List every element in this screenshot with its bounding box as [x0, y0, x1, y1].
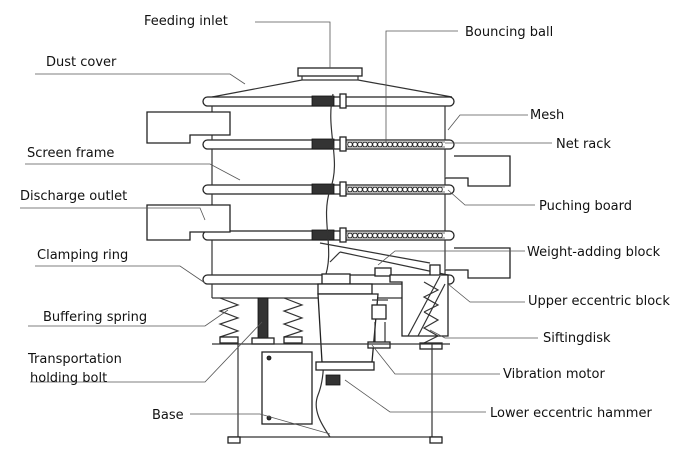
bouncing-ball	[432, 232, 438, 239]
mesh-bouncing-balls	[345, 141, 445, 239]
bouncing-ball	[367, 141, 373, 148]
bouncing-ball	[432, 141, 438, 148]
bouncing-ball	[412, 141, 418, 148]
upper-eccentric-block-part	[389, 274, 449, 337]
bouncing-ball	[437, 232, 443, 239]
clamp-bolts	[311, 93, 347, 243]
label-transportation-line2: holding bolt	[30, 371, 107, 386]
bouncing-ball	[357, 141, 363, 148]
label-feeding-inlet: Feeding inlet	[144, 14, 228, 29]
bouncing-ball	[397, 232, 403, 239]
feeding-inlet-part	[297, 67, 363, 80]
bouncing-ball	[387, 186, 393, 193]
bouncing-ball	[437, 141, 443, 148]
bouncing-ball	[367, 186, 373, 193]
bouncing-ball	[387, 232, 393, 239]
bouncing-ball	[382, 186, 388, 193]
labels: Feeding inlet Bouncing ball Dust cover M…	[20, 14, 670, 423]
label-siftingdisk: Siftingdisk	[543, 331, 611, 346]
label-base: Base	[152, 408, 184, 423]
bouncing-ball	[377, 186, 383, 193]
label-puching-board: Puching board	[539, 199, 632, 214]
label-upper-eccentric-block: Upper eccentric block	[528, 294, 670, 309]
bouncing-ball	[377, 232, 383, 239]
bouncing-ball	[357, 186, 363, 193]
bouncing-ball	[382, 141, 388, 148]
machine-drawing	[146, 67, 511, 444]
bouncing-ball	[417, 141, 423, 148]
label-transportation-line1: Transportation	[27, 352, 122, 367]
bouncing-ball	[352, 141, 358, 148]
bouncing-ball	[402, 186, 408, 193]
bouncing-ball	[392, 186, 398, 193]
label-weight-adding-block: Weight-adding block	[527, 245, 661, 260]
bouncing-ball	[372, 186, 378, 193]
bouncing-ball	[392, 232, 398, 239]
bouncing-ball	[402, 232, 408, 239]
label-screen-frame: Screen frame	[27, 146, 114, 161]
bouncing-ball	[412, 186, 418, 193]
bouncing-ball	[407, 141, 413, 148]
bouncing-ball	[432, 186, 438, 193]
bouncing-ball	[367, 232, 373, 239]
screen-frame-walls	[211, 106, 446, 299]
bouncing-ball-row	[347, 186, 443, 193]
bouncing-ball	[407, 232, 413, 239]
label-mesh: Mesh	[530, 108, 564, 123]
bouncing-ball	[372, 232, 378, 239]
vibration-motor-part	[315, 273, 391, 386]
bouncing-ball	[407, 186, 413, 193]
buffering-springs	[218, 281, 443, 350]
label-clamping-ring: Clamping ring	[37, 248, 128, 263]
bouncing-ball	[357, 232, 363, 239]
bouncing-ball	[427, 141, 433, 148]
bouncing-ball	[382, 232, 388, 239]
bouncing-ball	[397, 141, 403, 148]
bouncing-ball-row	[347, 232, 443, 239]
label-dust-cover: Dust cover	[46, 55, 117, 70]
label-bouncing-ball: Bouncing ball	[465, 25, 553, 40]
base-part	[212, 343, 450, 444]
bouncing-ball	[417, 186, 423, 193]
bouncing-ball	[352, 186, 358, 193]
bouncing-ball	[347, 141, 353, 148]
bouncing-ball	[422, 232, 428, 239]
bouncing-ball	[352, 232, 358, 239]
weight-adding-block-part	[319, 242, 449, 278]
bouncing-ball	[362, 232, 368, 239]
leader-lines	[20, 21, 552, 435]
bouncing-ball	[417, 232, 423, 239]
bouncing-ball	[392, 141, 398, 148]
dust-cover-part	[211, 79, 453, 98]
label-discharge-outlet: Discharge outlet	[20, 189, 127, 204]
bouncing-ball	[422, 186, 428, 193]
bouncing-ball	[427, 232, 433, 239]
bouncing-ball	[422, 141, 428, 148]
bouncing-ball	[397, 186, 403, 193]
bouncing-ball	[347, 186, 353, 193]
label-lower-eccentric-hammer: Lower eccentric hammer	[490, 406, 652, 421]
label-net-rack: Net rack	[556, 137, 611, 152]
bouncing-ball	[387, 141, 393, 148]
bouncing-ball-row	[347, 141, 443, 148]
bouncing-ball	[372, 141, 378, 148]
bouncing-ball	[412, 232, 418, 239]
bouncing-ball	[437, 186, 443, 193]
bouncing-ball	[377, 141, 383, 148]
discharge-outlets	[146, 111, 511, 279]
bouncing-ball	[427, 186, 433, 193]
bouncing-ball	[362, 141, 368, 148]
label-vibration-motor: Vibration motor	[503, 367, 605, 382]
bouncing-ball	[362, 186, 368, 193]
transportation-holding-bolt-part	[251, 297, 275, 345]
bouncing-ball	[347, 232, 353, 239]
label-buffering-spring: Buffering spring	[43, 310, 147, 325]
bouncing-ball	[402, 141, 408, 148]
